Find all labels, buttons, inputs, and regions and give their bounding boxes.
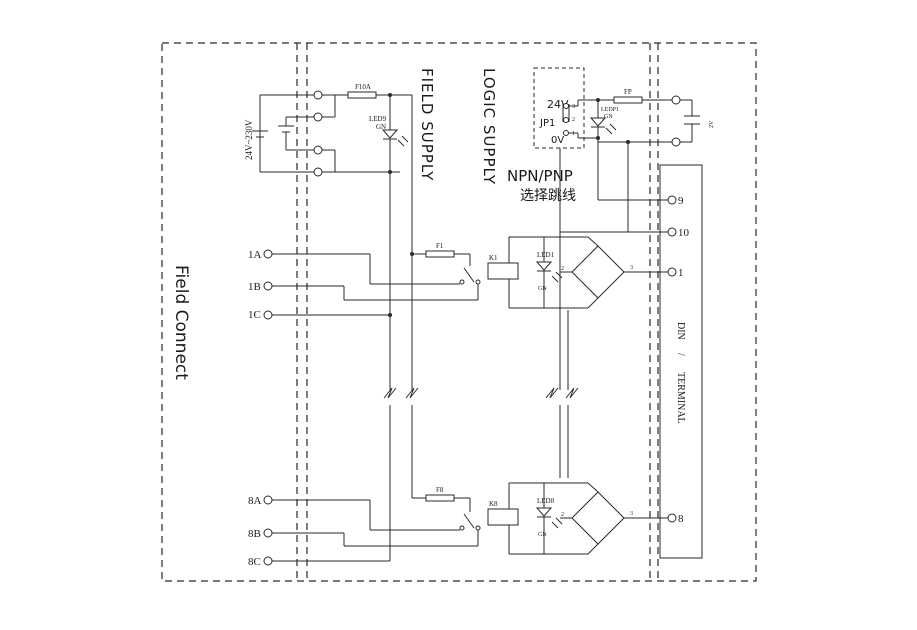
terminal-8a-label: 8A xyxy=(248,495,262,507)
jumper-select-label: 选择跳线 xyxy=(520,188,576,204)
terminal-8c xyxy=(263,556,273,566)
terminal-1c xyxy=(263,310,273,320)
din-terminal-9-label: 9 xyxy=(678,195,684,207)
npn-pnp-label: NPN/PNP xyxy=(507,167,573,185)
logic-supply-terminal xyxy=(671,137,681,147)
jumper-box xyxy=(533,67,585,149)
terminal-8b xyxy=(263,528,273,538)
din-label-top: DIN xyxy=(675,322,686,340)
jumper-pin2: 2 xyxy=(572,117,575,123)
ch1-bridge-in: 2 xyxy=(561,266,564,272)
ch8-fuse-label: F8 xyxy=(436,486,444,494)
din-terminal-1 xyxy=(667,267,677,277)
ch1-relay-label: K1 xyxy=(489,254,498,262)
fuse-symbol xyxy=(347,91,377,99)
ch8-din-label: 8 xyxy=(678,513,684,525)
bridge-rectifier xyxy=(571,245,625,299)
fuse-field-label: F10A xyxy=(355,83,371,91)
din-label-sep: / xyxy=(675,353,686,356)
jumper-pin3: 3 xyxy=(572,104,575,110)
terminal-1a-label: 1A xyxy=(248,249,262,261)
din-label-bottom: TERMINAL xyxy=(675,372,686,424)
ch1-led-label: LED1 xyxy=(537,251,555,259)
field-supply-label: FIELD SUPPLY xyxy=(418,68,436,181)
ch8-bridge-out: 3 xyxy=(630,511,633,517)
terminal-8c-label: 8C xyxy=(248,556,261,568)
ch8-led-label: LED8 xyxy=(537,497,555,505)
ch8-led-color: GN xyxy=(538,532,547,538)
supply-terminal xyxy=(313,90,323,100)
fuse-symbol xyxy=(425,250,455,258)
ch8-relay-label: K8 xyxy=(489,500,498,508)
terminal-1b-label: 1B xyxy=(248,281,261,293)
field-voltage-label: 24V~230V xyxy=(244,119,254,160)
din-terminal-10 xyxy=(667,227,677,237)
ch1-bridge-out: 3 xyxy=(630,265,633,271)
jumper-pin1: 1 xyxy=(572,131,575,137)
din-terminal-10-label: 10 xyxy=(678,227,690,239)
logic-supply-label: LOGIC SUPPLY xyxy=(480,68,498,185)
field-supply-input: 24V~230V F10A LED9 xyxy=(244,83,412,177)
channel-8: 8A 8B 8C F8 K8 LED8 xyxy=(248,482,684,568)
led-field-label: LED9 xyxy=(369,115,387,123)
bridge-rectifier xyxy=(571,491,625,545)
terminal-1c-label: 1C xyxy=(248,309,261,321)
fuse-logic-label: FP xyxy=(624,88,632,96)
fuse-symbol xyxy=(425,494,455,502)
led-field-color: GN xyxy=(376,123,386,131)
fuse-symbol xyxy=(613,96,643,104)
terminal-1a xyxy=(263,249,273,259)
din-terminal-8 xyxy=(667,513,677,523)
led-logic-color: GN xyxy=(604,114,613,120)
ch1-fuse-label: F1 xyxy=(436,242,444,250)
ch1-led-color: GN xyxy=(538,286,547,292)
channel-1: 1A 1B 1C F1 K1 LED1 xyxy=(248,236,684,321)
ch1-din-label: 1 xyxy=(678,267,684,279)
terminal-8b-label: 8B xyxy=(248,528,261,540)
terminal-1b xyxy=(263,281,273,291)
ch8-bridge-in: 2 xyxy=(561,512,564,518)
logic-supply-terminal xyxy=(671,95,681,105)
field-supply-bus xyxy=(383,95,419,498)
relay-coil xyxy=(487,508,519,526)
terminal-8a xyxy=(263,495,273,505)
relay-coil xyxy=(487,262,519,280)
logic-supply: 24V JP1 0V 3 2 1 FP LEDP1 GN xyxy=(533,67,715,149)
field-connect-label: Field Connect xyxy=(171,265,191,380)
supply-terminal xyxy=(313,145,323,155)
jumper-jp1: JP1 xyxy=(539,118,555,129)
din-rail: DIN / TERMINAL 9 10 xyxy=(659,164,703,559)
section-boundaries xyxy=(161,42,757,582)
supply-terminal xyxy=(313,167,323,177)
led-logic-label: LEDP1 xyxy=(601,107,619,113)
logic-voltage-label: 2V xyxy=(709,120,715,128)
jumper-0v: 0V xyxy=(551,135,564,146)
supply-terminal xyxy=(313,112,323,122)
din-terminal-9 xyxy=(667,195,677,205)
logic-bus xyxy=(545,142,668,478)
